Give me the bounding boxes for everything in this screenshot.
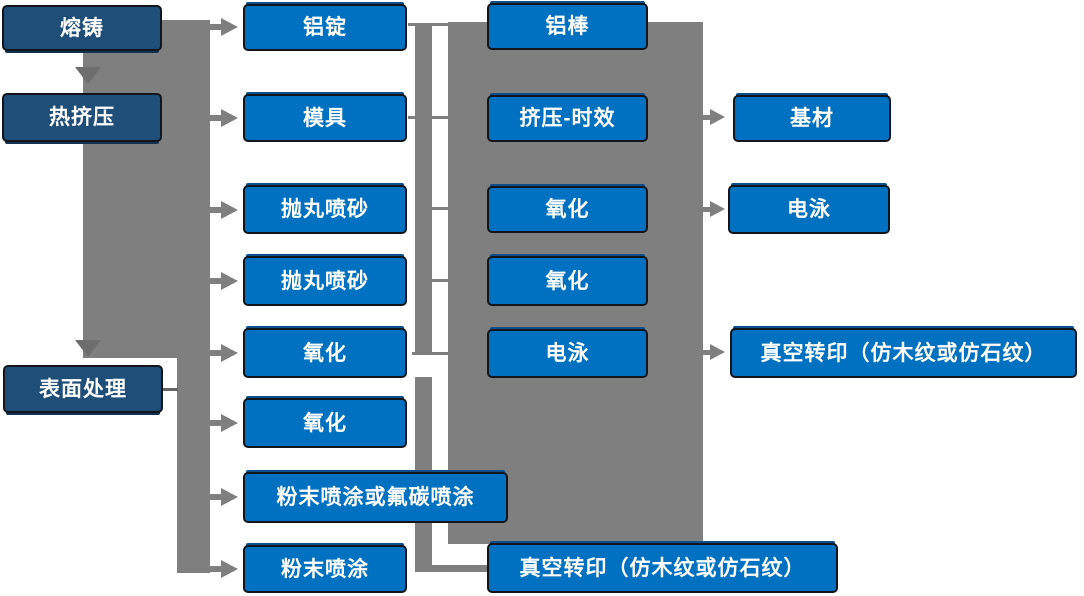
connector-arm [703, 115, 712, 120]
connector-arm [210, 24, 223, 30]
connector-surface-treatment [162, 388, 178, 391]
connector-arm [210, 278, 223, 284]
right-arrow-icon [221, 201, 238, 219]
right-arrow-icon [221, 18, 238, 36]
right-arrow-icon [221, 272, 238, 290]
node-vacuum-transfer-print-right: 真空转印（仿木纹或仿石纹） [730, 328, 1077, 378]
connector-tie [432, 207, 448, 210]
down-arrow-icon [75, 67, 101, 84]
connector-arm [210, 494, 223, 500]
right-arrow-icon [710, 109, 725, 125]
node-electrophoresis-2: 电泳 [728, 185, 890, 234]
node-vacuum-transfer-print-bottom: 真空转印（仿木纹或仿石纹） [487, 543, 838, 593]
connector-tie [412, 352, 448, 355]
connector-arm [210, 566, 223, 572]
node-shot-blasting-2: 抛丸喷砂 [243, 256, 407, 306]
node-electrophoresis-1: 电泳 [487, 329, 648, 378]
stage-melting-casting: 熔铸 [2, 5, 162, 51]
stage-hot-extrusion: 热挤压 [2, 93, 162, 142]
connector-tie [408, 23, 448, 26]
node-oxidation-4: 氧化 [487, 256, 648, 306]
node-powder-coating: 粉末喷涂 [243, 545, 407, 593]
right-arrow-icon [221, 344, 238, 362]
right-arrow-icon [221, 414, 238, 432]
node-oxidation-1: 氧化 [243, 328, 407, 378]
right-arrow-icon [221, 560, 238, 578]
connector-arm [703, 207, 712, 212]
connector-arm [210, 207, 223, 213]
node-oxidation-3: 氧化 [487, 186, 648, 233]
connector-arm [210, 350, 223, 356]
right-arrow-icon [710, 344, 725, 360]
connector-band-left-vertical [177, 20, 210, 573]
node-aluminum-rod: 铝棒 [487, 3, 648, 50]
right-arrow-icon [710, 201, 725, 217]
node-powder-or-fluorocarbon-coating: 粉末喷涂或氟碳喷涂 [243, 472, 508, 523]
connector-stub-bottom [432, 565, 488, 572]
connector-arm [210, 115, 223, 121]
node-aluminum-ingot: 铝锭 [243, 4, 407, 51]
node-base-material: 基材 [733, 95, 891, 142]
connector-arm [210, 420, 223, 426]
stage-surface-treatment: 表面处理 [3, 365, 163, 413]
right-arrow-icon [221, 488, 238, 506]
connector-tie [432, 279, 448, 282]
connector-tie [408, 116, 448, 119]
connector-arm [703, 350, 712, 355]
right-arrow-icon [221, 109, 238, 127]
node-oxidation-2: 氧化 [243, 398, 407, 448]
node-shot-blasting-1: 抛丸喷砂 [243, 185, 407, 234]
down-arrow-icon [75, 340, 101, 357]
node-extrusion-aging: 挤压-时效 [487, 95, 648, 142]
connector-bar-mid-top [415, 23, 432, 353]
node-mold: 模具 [243, 94, 407, 142]
